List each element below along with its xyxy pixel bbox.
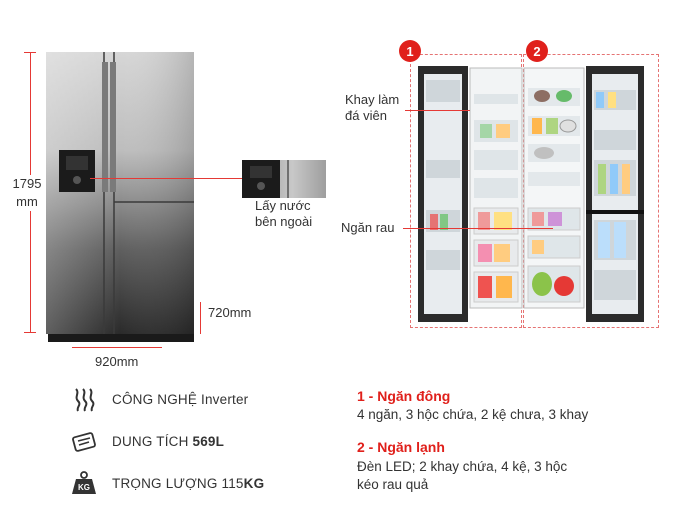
lower-height-label: 720mm	[208, 305, 252, 320]
water-callout-label: Lấy nước bên ngoài	[255, 198, 313, 229]
water-dispenser-zoom	[242, 160, 326, 198]
ice-callout-line	[405, 110, 470, 111]
badge-2: 2	[526, 40, 548, 62]
fridge-open-image	[418, 66, 644, 322]
capacity-icon	[72, 432, 96, 452]
weight-icon: KG	[72, 471, 96, 494]
height-label: 1795 mm	[4, 175, 50, 211]
water-callout-line	[90, 178, 242, 179]
spec-capacity: DUNG TÍCH 569L	[70, 427, 224, 455]
fridge-title: 2 - Ngăn lạnh	[357, 439, 445, 455]
freezer-body: 4 ngăn, 3 hộc chứa, 2 kệ chưa, 3 khay	[357, 407, 589, 422]
svg-text:KG: KG	[78, 483, 90, 492]
badge-1: 1	[399, 40, 421, 62]
spec-inverter: CÔNG NGHỆ Inverter	[70, 385, 248, 413]
width-dim-line	[72, 347, 162, 348]
veg-callout-label: Ngăn rau	[341, 220, 395, 235]
spec-weight-text: TRỌNG LƯỢNG 115KG	[112, 475, 265, 491]
height-dim-tick-bottom	[24, 332, 36, 333]
inverter-icon	[75, 388, 95, 412]
lower-dim-line	[200, 302, 201, 334]
veg-callout-line	[403, 228, 553, 229]
freezer-title: 1 - Ngăn đông	[357, 388, 451, 404]
fridge-closed-image	[46, 52, 194, 342]
spec-weight: KG TRỌNG LƯỢNG 115KG	[70, 469, 264, 497]
spec-capacity-text: DUNG TÍCH 569L	[112, 433, 225, 449]
ice-callout-label: Khay làm đá viên	[345, 92, 400, 123]
width-label: 920mm	[95, 354, 139, 369]
fridge-body: Đèn LED; 2 khay chứa, 4 kệ, 3 hộc kéo ra…	[357, 459, 568, 492]
height-dim-tick-top	[24, 52, 36, 53]
spec-inverter-text: CÔNG NGHỆ Inverter	[112, 391, 249, 407]
